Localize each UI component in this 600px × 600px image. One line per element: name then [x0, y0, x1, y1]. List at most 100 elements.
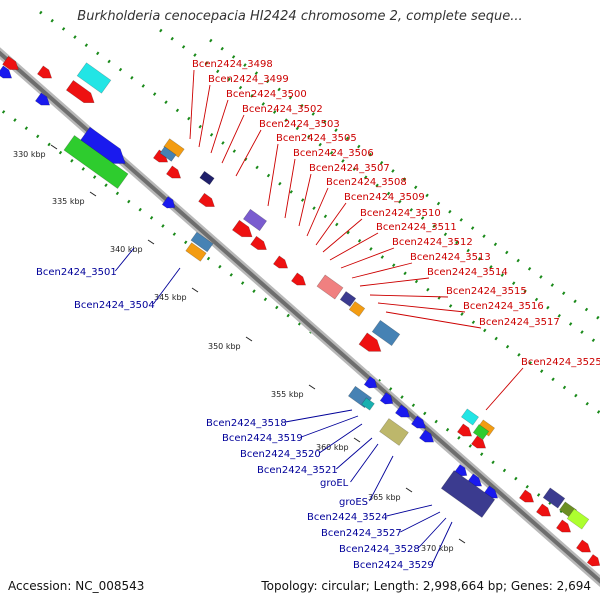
- leader-line: [306, 187, 329, 237]
- ruler-tick: [89, 191, 97, 197]
- category-block: [242, 208, 268, 232]
- category-block: [159, 146, 177, 162]
- reverse-gene-shape: [379, 392, 394, 405]
- leader-line: [235, 129, 262, 177]
- category-block: [76, 62, 112, 94]
- reverse-gene-shape: [0, 65, 13, 79]
- category-block: [316, 274, 344, 300]
- leader-line: [377, 302, 466, 313]
- leader-line: [210, 99, 229, 154]
- gene-label-reverse: groEL: [320, 478, 349, 489]
- gene-features: [0, 55, 600, 567]
- category-block-shape: [371, 319, 401, 347]
- ruler-label: 355 kbp: [271, 390, 304, 399]
- gene-label-forward: Bcen2424_3510: [360, 208, 441, 219]
- category-block-shape: [379, 418, 409, 446]
- forward-gene: [470, 435, 487, 449]
- leader-line: [336, 437, 373, 470]
- gene-label-forward: Bcen2424_3515: [446, 286, 527, 297]
- leader-line: [198, 84, 211, 148]
- category-block-shape: [159, 146, 177, 162]
- forward-gene: [165, 165, 182, 179]
- leader-line: [329, 232, 379, 261]
- forward-gene-shape: [2, 55, 19, 70]
- reverse-gene: [379, 392, 394, 405]
- category-block-shape: [339, 291, 357, 307]
- ruler-tick: [191, 287, 199, 293]
- leader-line: [431, 521, 453, 565]
- ruler-tick: [353, 437, 361, 443]
- leader-line: [400, 511, 441, 533]
- gene-label-reverse: Bcen2424_3504: [74, 300, 155, 311]
- gene-label-reverse: groES: [339, 497, 368, 508]
- leader-line: [369, 455, 394, 502]
- genome-summary-text: Topology: circular; Length: 2,998,664 bp…: [261, 579, 591, 593]
- leader-line: [284, 158, 296, 219]
- forward-gene-shape: [198, 192, 215, 207]
- ruler-label: 360 kbp: [316, 443, 349, 452]
- forward-gene: [2, 55, 19, 70]
- leader-line: [485, 367, 524, 411]
- category-block-shape: [460, 408, 480, 426]
- gene-label-forward: Bcen2424_3507: [309, 163, 390, 174]
- forward-gene: [358, 332, 382, 352]
- leader-line: [350, 443, 379, 483]
- forward-gene: [555, 519, 572, 533]
- gene-label-forward: Bcen2424_3500: [226, 89, 307, 100]
- category-block-shape: [348, 301, 366, 317]
- gene-label-reverse: Bcen2424_3527: [321, 528, 402, 539]
- dotted-guide-line: [39, 10, 600, 415]
- forward-gene: [290, 272, 307, 286]
- forward-gene-shape: [535, 503, 552, 517]
- reverse-gene: [0, 65, 13, 79]
- gene-label-reverse: Bcen2424_3520: [240, 449, 321, 460]
- category-block-shape: [185, 242, 207, 262]
- category-block: [379, 418, 409, 446]
- gene-label-reverse: Bcen2424_3524: [307, 512, 388, 523]
- gene-label-forward: Bcen2424_3513: [410, 252, 491, 263]
- gene-labels: Bcen2424_3498Bcen2424_3499Bcen2424_3500B…: [36, 59, 600, 571]
- category-block-shape: [63, 135, 129, 189]
- dotted-guide-line: [209, 38, 600, 322]
- leader-line: [221, 114, 245, 164]
- reverse-gene: [34, 92, 51, 106]
- ruler-tick: [147, 239, 155, 245]
- gene-label-forward: Bcen2424_3505: [276, 133, 357, 144]
- leader-line: [351, 262, 413, 279]
- category-block-shape: [316, 274, 344, 300]
- forward-gene: [586, 554, 600, 567]
- leader-line: [322, 218, 363, 253]
- leader-line: [267, 143, 279, 207]
- leader-line: [369, 294, 449, 298]
- category-block: [440, 470, 496, 518]
- ruler-tick: [308, 384, 316, 390]
- ruler-tick: [405, 487, 413, 493]
- forward-gene-shape: [290, 272, 307, 286]
- forward-gene-shape: [456, 423, 473, 437]
- category-block-shape: [361, 397, 375, 411]
- gene-label-forward: Bcen2424_3525: [521, 357, 600, 368]
- category-block-shape: [199, 170, 215, 186]
- category-block-shape: [542, 487, 566, 509]
- ruler-tick: [245, 336, 253, 342]
- leader-line: [417, 517, 447, 549]
- ruler-label: 345 kbp: [154, 293, 187, 302]
- forward-gene-shape: [231, 219, 253, 238]
- forward-gene-shape: [36, 65, 53, 79]
- leader-line: [152, 267, 181, 305]
- reverse-gene: [418, 429, 435, 443]
- gene-label-reverse: Bcen2424_3518: [206, 418, 287, 429]
- category-block: [472, 424, 490, 440]
- category-block-shape: [566, 508, 590, 530]
- gene-label-forward: Bcen2424_3503: [259, 119, 340, 130]
- category-block-shape: [242, 208, 268, 232]
- category-block: [348, 301, 366, 317]
- category-block-shape: [76, 62, 112, 94]
- category-block: [361, 397, 375, 411]
- ruler-label: 330 kbp: [13, 150, 46, 159]
- gene-label-forward: Bcen2424_3498: [192, 59, 273, 70]
- reverse-gene: [410, 415, 427, 429]
- forward-gene-shape: [272, 255, 289, 269]
